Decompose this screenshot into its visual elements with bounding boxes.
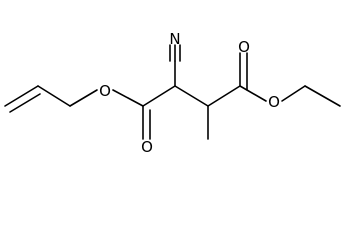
bond-carbonyl-right-to-o	[239, 85, 267, 102]
atom-label-ester-oxygen-right: O	[268, 93, 280, 111]
atom-label-carbonyl-oxygen-left: O	[141, 138, 153, 156]
bond-allyl-c3-o	[69, 89, 98, 107]
bond-chme-to-carbonyl-right	[207, 85, 241, 107]
bond-chc-to-chme	[174, 85, 209, 107]
atom-label-ester-oxygen-left: O	[99, 82, 111, 100]
molecule-structure: N O O O O	[4, 30, 341, 156]
bond-ethyl-ch2-ch3	[304, 85, 341, 107]
bond-o-to-ethyl-ch2	[281, 85, 306, 102]
bond-carbonyl-left-to-chc	[142, 85, 176, 107]
atom-label-nitrogen: N	[169, 30, 180, 48]
atom-label-carbonyl-oxygen-right: O	[238, 38, 250, 56]
bond-allyl-c2-c3	[37, 85, 71, 107]
bond-vinyl-double-b	[9, 93, 41, 113]
bond-o-carbonyl-left	[112, 89, 144, 107]
structure-canvas: N O O O O	[4, 30, 341, 156]
bond-vinyl-double-a	[4, 85, 39, 107]
